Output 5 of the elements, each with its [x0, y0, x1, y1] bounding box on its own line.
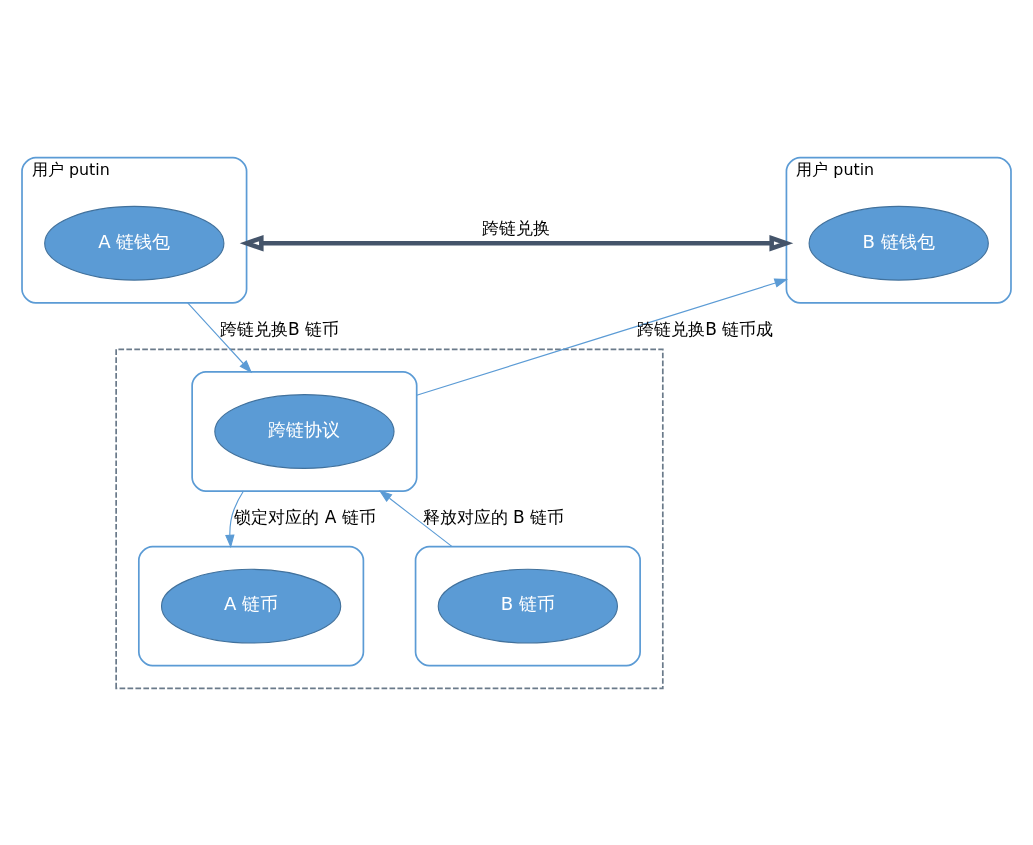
- edge-label: 跨链兑换B 链币: [219, 318, 339, 339]
- edge-label: 释放对应的 B 链币: [422, 506, 564, 527]
- edge-label: 锁定对应的 A 链币: [234, 506, 376, 527]
- edge-label: 跨链兑换B 链币成: [637, 318, 774, 339]
- edge-label: 跨链兑换: [482, 217, 551, 238]
